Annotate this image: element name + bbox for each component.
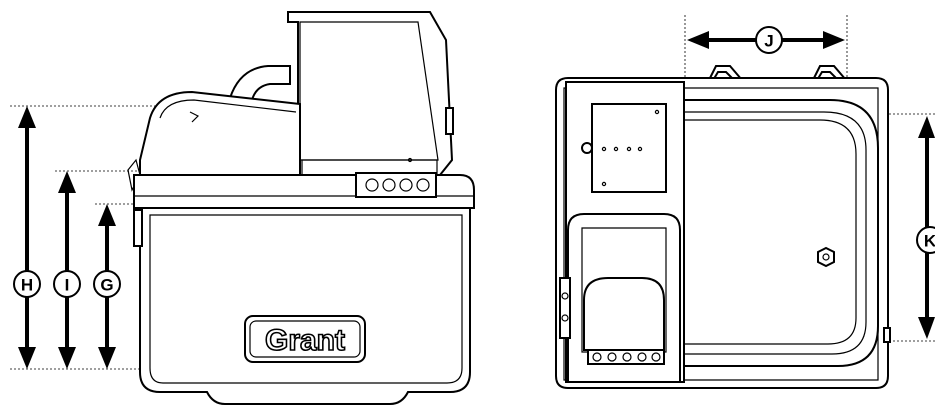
bottom-port-4-icon [637, 352, 647, 362]
arrow-j-left-head [687, 31, 709, 49]
callout-h: H [13, 270, 41, 298]
pump-outlet [583, 277, 665, 351]
arrow-k-top-head [918, 116, 935, 138]
arrow-g-top-head [98, 204, 116, 226]
callout-i-label: I [65, 276, 70, 295]
arrow-h-top-head [18, 106, 36, 128]
bottom-port-1-icon [592, 352, 602, 362]
callout-g: G [93, 270, 121, 298]
callout-h-label: H [21, 276, 33, 295]
arrow-h-bottom-head [18, 347, 36, 369]
callout-j: J [755, 26, 783, 54]
side-port-2-icon [561, 314, 569, 322]
bottom-port-2-icon [607, 352, 617, 362]
connector-block [355, 172, 437, 198]
arrow-k-bottom-head [918, 317, 935, 339]
button-2-icon [613, 146, 619, 152]
port-2-icon [382, 178, 396, 192]
arrow-j-right-head [823, 31, 845, 49]
bottom-port-3-icon [622, 352, 632, 362]
tank-opening [683, 99, 879, 367]
callout-k-label: K [924, 232, 935, 251]
side-connector [559, 277, 571, 339]
power-connector-icon [581, 142, 593, 154]
port-3-icon [399, 178, 413, 192]
button-3-icon [626, 146, 632, 152]
arrow-i-top-head [58, 171, 76, 193]
arrow-i-bottom-head [58, 347, 76, 369]
side-fitting [883, 327, 891, 343]
button-4-icon [637, 146, 643, 152]
callout-j-label: J [764, 32, 773, 51]
arrow-g-bottom-head [98, 347, 116, 369]
screw-top-icon [654, 109, 660, 115]
brand-badge [244, 315, 366, 363]
handle [228, 65, 291, 102]
callout-i: I [53, 270, 81, 298]
tank-inner-outline [149, 214, 463, 384]
side-port-1-icon [561, 292, 569, 300]
lid-hinge [445, 107, 454, 135]
tank-floor [683, 119, 857, 345]
brand-badge-inner [249, 320, 361, 358]
drain-tap [133, 209, 143, 247]
pump-cover [581, 227, 667, 353]
port-1-icon [365, 178, 379, 192]
bath-tank [139, 207, 471, 405]
top-view: J K [555, 15, 935, 389]
callout-k: K [916, 226, 935, 254]
side-view: Grant H I G [10, 11, 475, 405]
drain-nut-icon [817, 246, 835, 268]
control-unit-contour [159, 99, 297, 119]
drain-hole-icon [822, 253, 830, 261]
callout-g-label: G [100, 276, 113, 295]
logo-mark-icon [189, 111, 200, 123]
port-4-icon [416, 178, 430, 192]
tank-inner-wall [683, 111, 867, 355]
screw-bottom-icon [601, 181, 607, 187]
lid-frame [287, 11, 454, 176]
control-unit-body [139, 90, 301, 176]
bottom-connector-block [587, 349, 665, 365]
bottom-port-5-icon [651, 352, 661, 362]
status-led-icon [407, 157, 413, 163]
button-1-icon [601, 146, 607, 152]
brand-label: Grant [265, 324, 345, 357]
